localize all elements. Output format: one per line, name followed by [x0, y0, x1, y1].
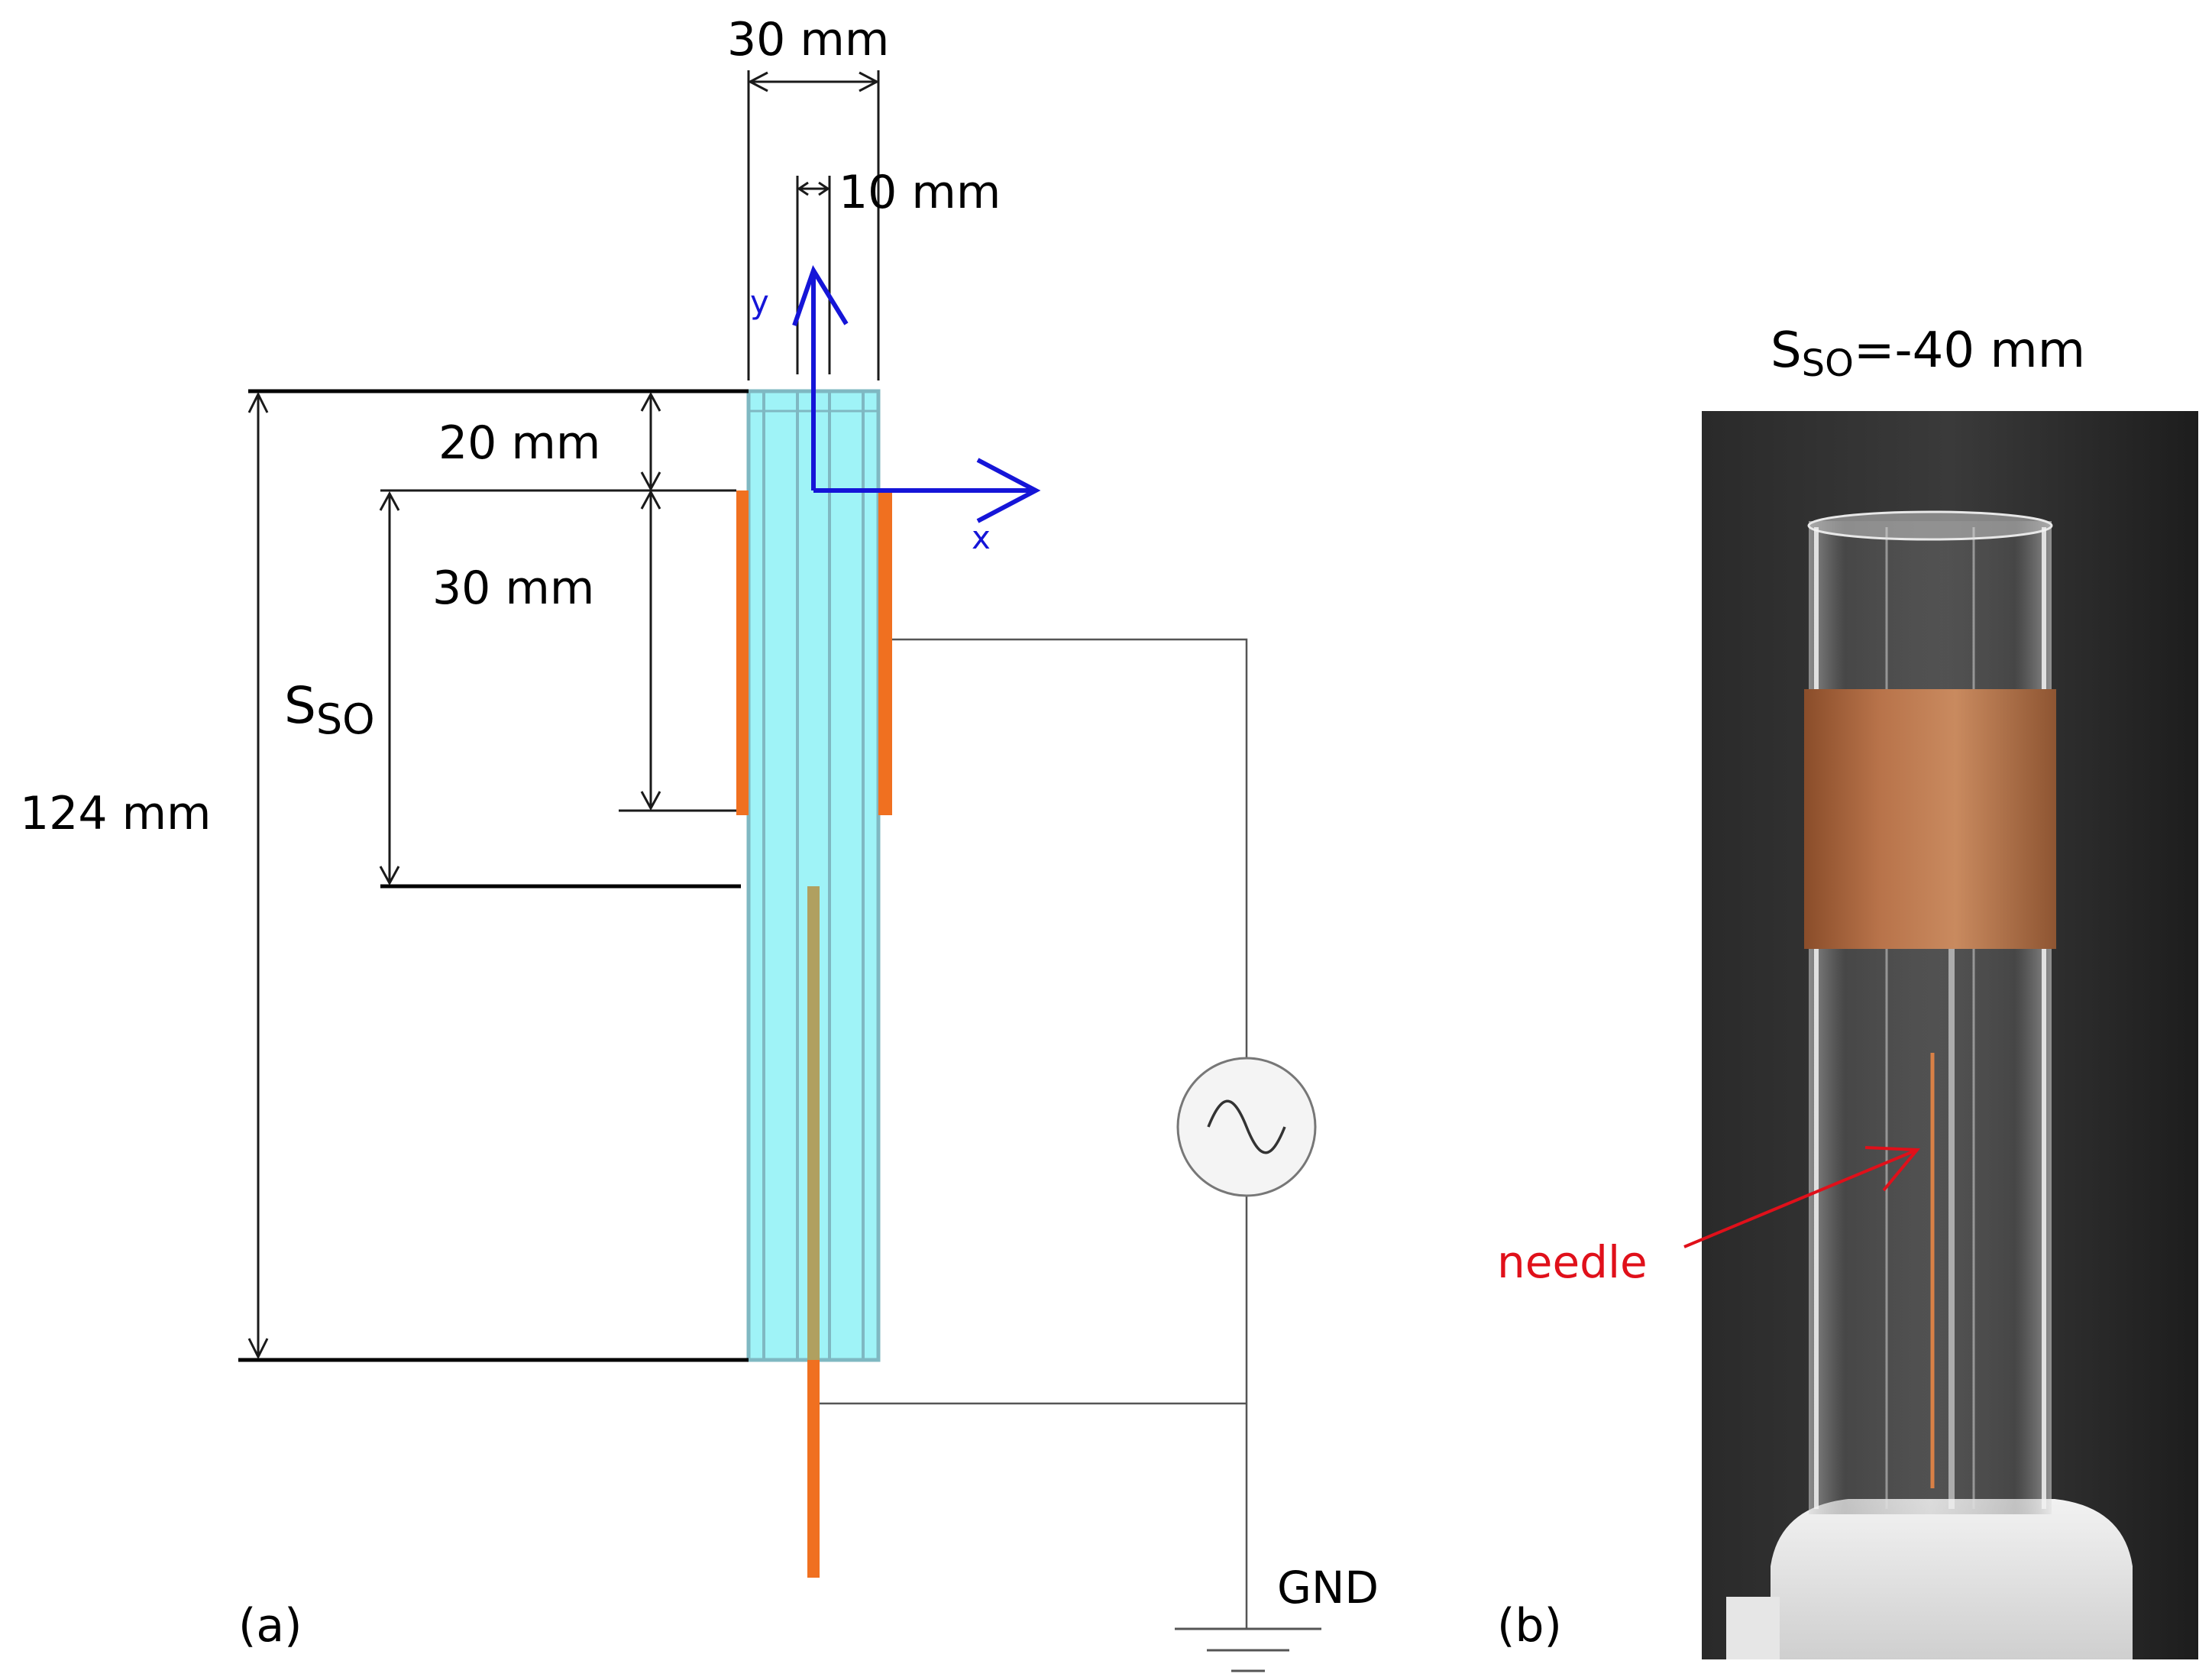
panel-b-title: SSO=-40 mm	[1771, 322, 2085, 385]
ac-source-icon	[1176, 1057, 1317, 1197]
needle-label: needle	[1497, 1236, 1648, 1288]
outer-electrode-right	[878, 490, 892, 815]
panel-a-diagram: GND 30 mm 10 mm 124 mm	[20, 13, 1379, 1672]
dim-label-30mm-electrode: 30 mm	[432, 562, 594, 615]
dimension-sso	[379, 490, 400, 886]
dimension-10mm-width	[796, 176, 831, 374]
panel-b-label: (b)	[1497, 1599, 1562, 1653]
photo-glass-tube	[1809, 521, 2052, 1514]
y-axis-label: y	[750, 283, 769, 321]
dim-label-124mm: 124 mm	[20, 787, 212, 840]
panel-b-photo: SSO=-40 mm needle (b)	[1497, 322, 2198, 1659]
x-axis-arrowhead	[976, 458, 1041, 523]
photo-tube-top	[1807, 510, 2053, 541]
photo-base-clip-left	[1726, 1597, 1780, 1659]
photo-of-reactor-tube	[1702, 411, 2198, 1659]
dim-label-30mm-width: 30 mm	[727, 13, 889, 66]
ground-label: GND	[1277, 1562, 1379, 1614]
needle-electrode	[807, 886, 820, 1360]
dimension-124mm	[247, 391, 269, 1360]
y-axis-arrowhead	[792, 265, 849, 326]
coordinate-axes	[792, 265, 1041, 523]
photo-copper-electrode	[1804, 689, 2056, 949]
dim-label-10mm-width: 10 mm	[839, 166, 1001, 219]
wire-electrode-to-source	[892, 638, 1248, 1058]
dimension-30mm-width	[747, 70, 880, 380]
dim-label-20mm: 20 mm	[438, 416, 600, 470]
x-axis-label: x	[972, 519, 991, 556]
needle-annotation-arrow	[1683, 1146, 1921, 1248]
dimension-30mm-electrode	[640, 489, 661, 811]
ground-icon	[1175, 1627, 1321, 1672]
outer-electrode-left	[736, 490, 749, 815]
photo-base-holder	[1771, 1499, 2133, 1659]
needle-lead	[807, 1360, 820, 1578]
dimension-20mm	[640, 391, 661, 492]
panel-a-label: (a)	[238, 1599, 302, 1653]
dim-label-sso: SSO	[284, 676, 375, 743]
